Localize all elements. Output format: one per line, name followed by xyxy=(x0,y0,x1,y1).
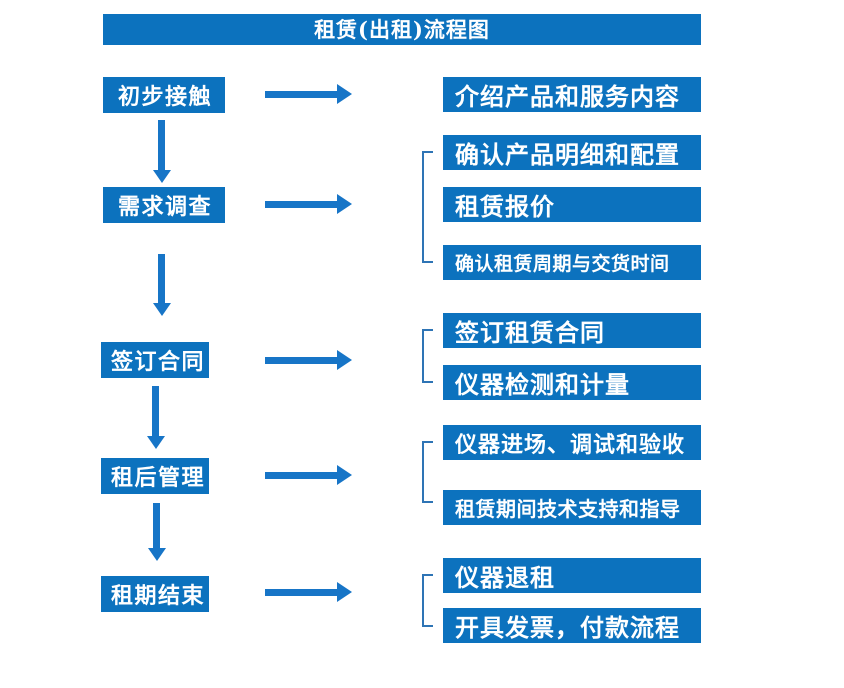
arrow-down-4-icon xyxy=(147,503,166,561)
arrow-down-1-icon xyxy=(152,120,171,183)
arrow-right-4-icon xyxy=(265,465,352,485)
output-box-confirm-details-config: 确认产品明细和配置 xyxy=(443,135,701,170)
arrow-down-2-icon xyxy=(152,254,171,316)
stage-box-sign-contract: 签订合同 xyxy=(101,342,209,378)
arrow-right-1-icon xyxy=(265,84,352,104)
bracket-group-1 xyxy=(422,151,433,263)
bracket-group-3 xyxy=(422,441,433,503)
stage-box-demand-survey: 需求调查 xyxy=(103,187,225,223)
output-box-instrument-inspection: 仪器检测和计量 xyxy=(443,365,701,400)
bracket-group-4 xyxy=(422,574,433,627)
arrow-down-3-icon xyxy=(146,386,165,449)
output-box-instrument-return: 仪器退租 xyxy=(443,558,701,593)
output-box-intro-products: 介绍产品和服务内容 xyxy=(443,77,701,112)
stage-box-post-rental-management: 租后管理 xyxy=(101,458,209,494)
output-box-instrument-setup-acceptance: 仪器进场、调试和验收 xyxy=(443,425,701,460)
output-box-invoice-payment: 开具发票，付款流程 xyxy=(443,608,701,643)
arrow-right-2-icon xyxy=(265,194,352,214)
output-box-confirm-period-delivery: 确认租赁周期与交货时间 xyxy=(443,245,701,280)
output-box-rental-quote: 租赁报价 xyxy=(443,187,701,222)
output-box-tech-support-guidance: 租赁期间技术支持和指导 xyxy=(443,490,701,525)
bracket-group-2 xyxy=(422,329,433,383)
arrow-right-3-icon xyxy=(265,350,352,370)
stage-box-initial-contact: 初步接触 xyxy=(103,77,225,113)
flowchart-title: 租赁(出租)流程图 xyxy=(103,14,701,45)
output-box-sign-rental-contract: 签订租赁合同 xyxy=(443,313,701,348)
stage-box-rental-end: 租期结束 xyxy=(101,576,209,612)
arrow-right-5-icon xyxy=(265,582,352,602)
